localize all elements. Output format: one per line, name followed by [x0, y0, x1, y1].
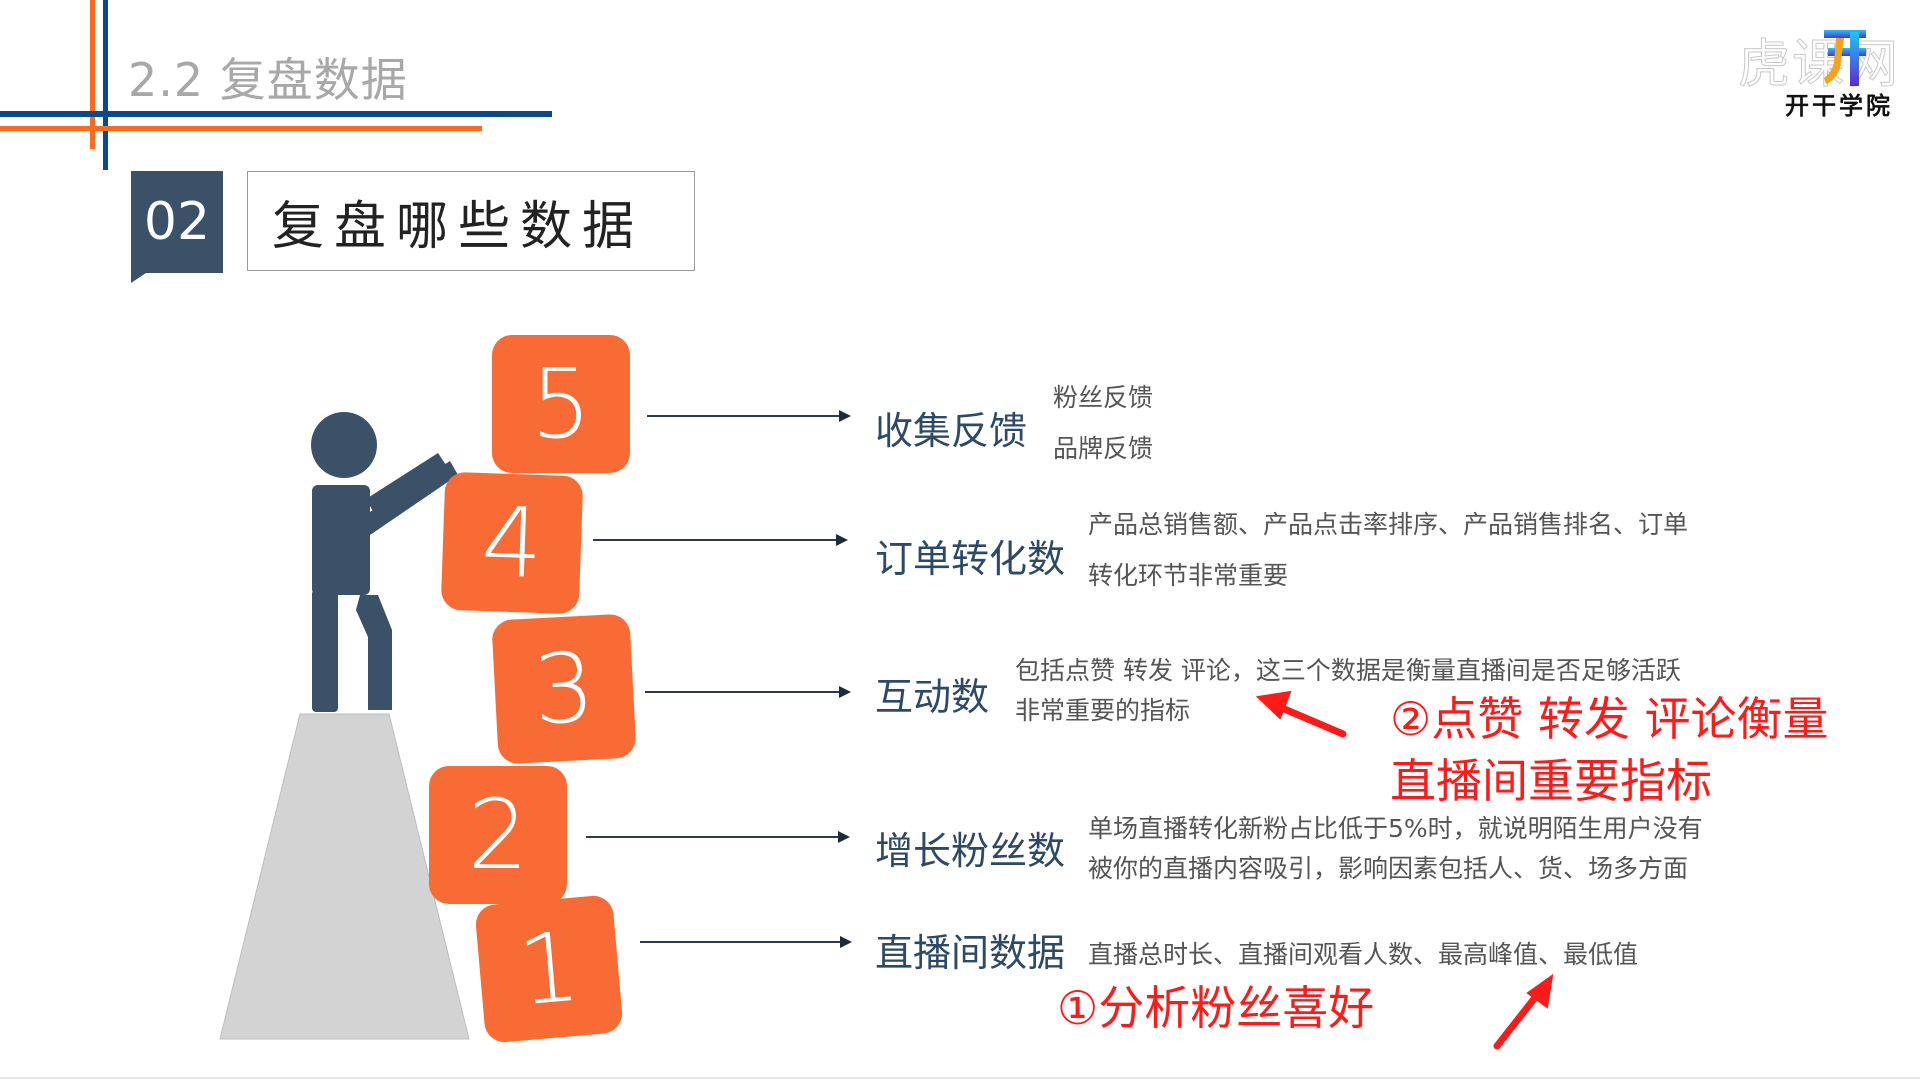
step-detail: 被你的直播内容吸引，影响因素包括人、货、场多方面 — [1088, 854, 1689, 883]
step-detail: 直播总时长、直播间观看人数、最高峰值、最低值 — [1088, 940, 1639, 969]
step-block-2: 2 — [429, 766, 567, 904]
section-number-badge: 02 — [131, 171, 223, 273]
arrow-step-3 — [645, 686, 851, 698]
annotation-line: ②点赞 转发 评论衡量 — [1390, 692, 1829, 746]
step-detail: 单场直播转化新粉占比低于5%时，就说明陌生用户没有 — [1088, 814, 1703, 843]
decor-horizontal-orange-line — [0, 126, 482, 131]
step-detail: 包括点赞 转发 评论，这三个数据是衡量直播间是否足够活跃 — [1015, 656, 1681, 685]
step-label-live-room-data: 直播间数据 — [875, 931, 1066, 975]
step-detail: 非常重要的指标 — [1015, 696, 1191, 725]
decor-vertical-orange-line — [90, 0, 95, 149]
annotation-line: ①分析粉丝喜好 — [1057, 981, 1375, 1035]
step-label-interactions: 互动数 — [875, 675, 990, 719]
step-label-collect-feedback: 收集反馈 — [875, 409, 1028, 453]
annotation-note-2: ②点赞 转发 评论衡量 直播间重要指标 — [1390, 688, 1828, 812]
step-detail: 粉丝反馈 — [1053, 383, 1154, 412]
badge-tail — [131, 271, 149, 283]
annotation-note-1: ①分析粉丝喜好 — [1057, 977, 1374, 1039]
step-detail: 产品总销售额、产品点击率排序、产品销售排名、订单 — [1088, 510, 1689, 539]
arrow-step-5 — [647, 410, 851, 422]
step-label-follower-growth: 增长粉丝数 — [875, 829, 1066, 873]
annotation-line: 直播间重要指标 — [1390, 754, 1712, 808]
arrow-step-4 — [593, 534, 848, 546]
step-detail: 品牌反馈 — [1053, 434, 1154, 463]
decor-vertical-blue-line — [103, 0, 108, 170]
section-heading: 2.2 复盘数据 — [128, 53, 408, 107]
person-reaching-icon — [311, 412, 458, 712]
watermark-text: 虎课网 — [1737, 35, 1900, 96]
arrow-step-1 — [640, 936, 852, 948]
step-block-5: 5 — [492, 335, 630, 473]
step-label-order-conversion: 订单转化数 — [875, 537, 1066, 581]
slide-title: 复盘哪些数据 — [247, 171, 695, 271]
decor-horizontal-blue-line — [0, 111, 552, 117]
brand-logo-icon — [1824, 30, 1866, 86]
step-detail: 转化环节非常重要 — [1088, 561, 1289, 590]
bottom-rule — [0, 1077, 1920, 1079]
arrow-step-2 — [586, 831, 850, 843]
pedestal-shape — [219, 713, 470, 1040]
brand-logo-text: 开干学院 — [1785, 92, 1893, 120]
